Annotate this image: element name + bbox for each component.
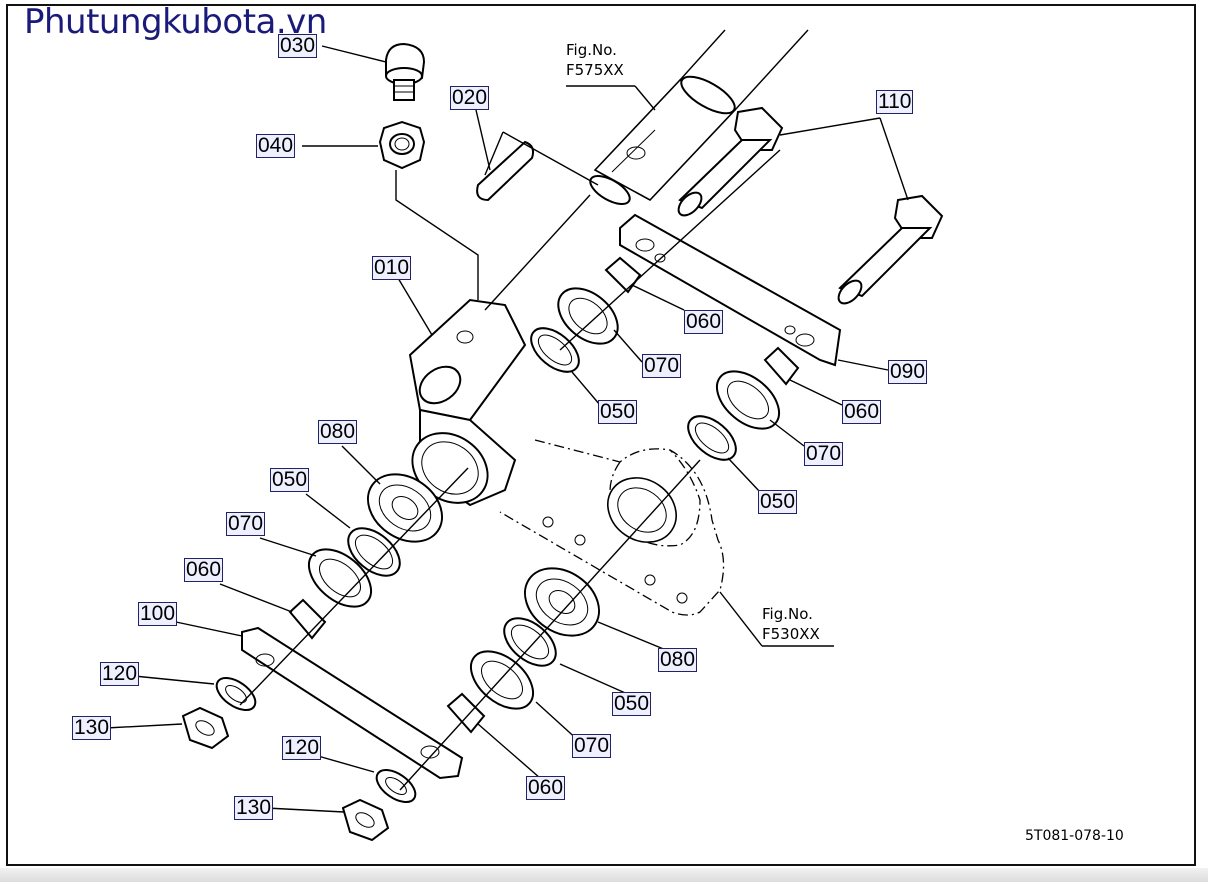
fig-ref-upper-line2: F575XX xyxy=(566,61,624,79)
callout-030[interactable]: 030 xyxy=(278,34,318,58)
callout-060-c[interactable]: 060 xyxy=(184,558,224,582)
callout-070-a[interactable]: 070 xyxy=(642,354,682,378)
left-lower-stack xyxy=(288,473,444,640)
callout-090[interactable]: 090 xyxy=(888,360,928,384)
callout-050-a[interactable]: 050 xyxy=(598,400,638,424)
callout-020[interactable]: 020 xyxy=(450,86,490,110)
leader-lines xyxy=(105,45,909,813)
upper-shaft xyxy=(589,29,809,205)
callout-070-c[interactable]: 070 xyxy=(226,512,266,536)
callout-100[interactable]: 100 xyxy=(138,602,178,626)
upper-right-stack xyxy=(530,256,800,461)
assembly-axes xyxy=(239,149,781,791)
callout-130-a[interactable]: 130 xyxy=(72,716,112,740)
fasteners-lower xyxy=(181,677,417,842)
callout-060-b[interactable]: 060 xyxy=(842,400,882,424)
fig-ref-lower-line1: Fig.No. xyxy=(762,605,813,623)
callout-050-c[interactable]: 050 xyxy=(270,468,310,492)
callout-060-d[interactable]: 060 xyxy=(526,776,566,800)
right-lower-stack xyxy=(446,567,601,734)
callout-130-b[interactable]: 130 xyxy=(234,796,274,820)
callout-050-b[interactable]: 050 xyxy=(758,490,798,514)
callout-070-d[interactable]: 070 xyxy=(572,734,612,758)
fig-ref-upper[interactable]: Fig.No. F575XX xyxy=(566,40,624,80)
callout-080-b[interactable]: 080 xyxy=(658,648,698,672)
fig-ref-lower-line2: F530XX xyxy=(762,625,820,643)
callout-110[interactable]: 110 xyxy=(876,90,914,114)
key-part xyxy=(476,131,599,202)
watermark-text: Phutungkubota.vn xyxy=(24,2,327,42)
bottom-edge-strip xyxy=(0,868,1208,882)
callout-010[interactable]: 010 xyxy=(372,256,412,280)
fig-ref-upper-line1: Fig.No. xyxy=(566,41,617,59)
callout-070-b[interactable]: 070 xyxy=(804,442,844,466)
nut-part xyxy=(378,120,479,300)
reference-housing xyxy=(499,439,725,616)
drawing-code: 5T081-078-10 xyxy=(1025,828,1124,844)
upper-plate-part xyxy=(619,213,842,367)
callout-120-a[interactable]: 120 xyxy=(100,662,140,686)
bolts-part xyxy=(677,106,944,305)
arm-part xyxy=(408,194,591,507)
callout-080-a[interactable]: 080 xyxy=(318,420,358,444)
fig-ref-lower[interactable]: Fig.No. F530XX xyxy=(762,604,820,644)
lower-plate-part xyxy=(241,626,464,780)
callout-050-d[interactable]: 050 xyxy=(612,692,652,716)
callout-120-b[interactable]: 120 xyxy=(282,736,322,760)
callout-040[interactable]: 040 xyxy=(256,134,296,158)
callout-060-a[interactable]: 060 xyxy=(684,310,724,334)
plug-part xyxy=(385,42,426,101)
